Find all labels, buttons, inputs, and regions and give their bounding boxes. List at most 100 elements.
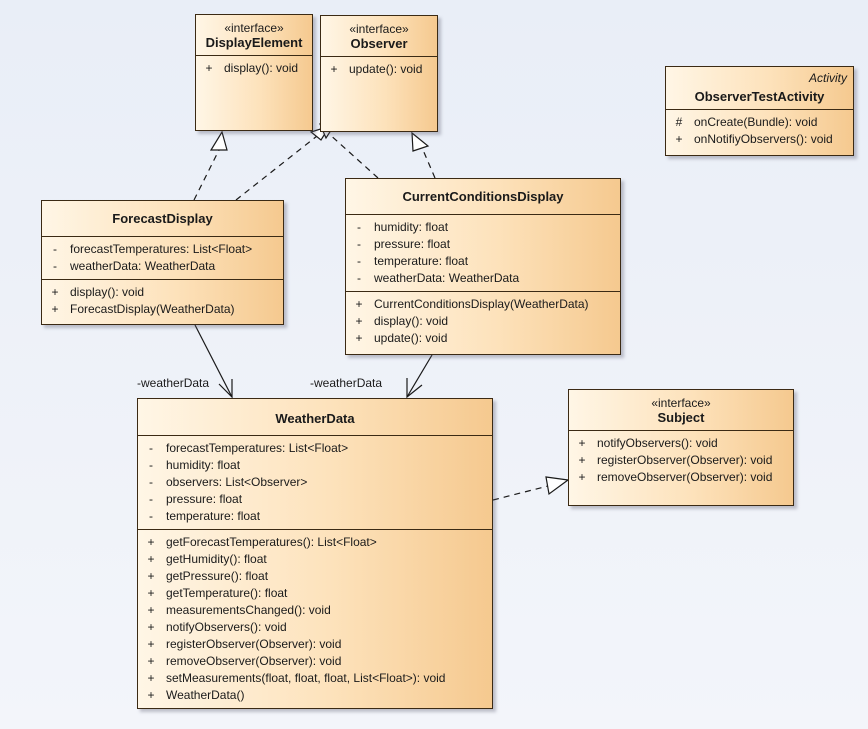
- class-observertestactivity[interactable]: Activity ObserverTestActivity # onCreate…: [665, 66, 854, 156]
- operation-text: update(): void: [349, 62, 423, 76]
- attribute-text: forecastTemperatures: List<Float>: [70, 242, 253, 256]
- operation-row: + getForecastTemperatures(): List<Float>: [138, 534, 492, 551]
- operation-text: notifyObservers(): void: [597, 436, 718, 450]
- attributes-section: - forecastTemperatures: List<Float> - we…: [42, 236, 283, 279]
- operation-text: CurrentConditionsDisplay(WeatherData): [374, 297, 589, 311]
- attribute-row: - temperature: float: [138, 508, 492, 525]
- visibility-marker: -: [149, 475, 153, 489]
- visibility-marker: #: [675, 115, 683, 129]
- operation-row: + notifyObservers(): void: [138, 619, 492, 636]
- operation-row: + removeObserver(Observer): void: [138, 653, 492, 670]
- association-current-weatherdata: [406, 354, 433, 398]
- visibility-marker: -: [357, 271, 361, 285]
- class-name: CurrentConditionsDisplay: [402, 189, 564, 204]
- attributes-section: - humidity: float - pressure: float - te…: [346, 214, 620, 291]
- operation-row: + display(): void: [346, 313, 620, 330]
- visibility-marker: +: [355, 297, 363, 311]
- operation-row: + getHumidity(): float: [138, 551, 492, 568]
- operation-row: + registerObserver(Observer): void: [138, 636, 492, 653]
- attribute-row: - forecastTemperatures: List<Float>: [42, 241, 283, 258]
- operation-text: display(): void: [374, 314, 449, 328]
- operation-row: + registerObserver(Observer): void: [569, 452, 793, 469]
- realization-forecast-observer: [235, 135, 318, 201]
- visibility-marker: +: [147, 620, 155, 634]
- attribute-row: - temperature: float: [346, 253, 620, 270]
- class-name: ForecastDisplay: [112, 211, 213, 226]
- visibility-marker: +: [330, 62, 338, 76]
- realization-current-displayelement: [422, 149, 436, 179]
- visibility-marker: +: [675, 132, 683, 146]
- operations-section: # onCreate(Bundle): void + onNotifiyObse…: [666, 109, 853, 152]
- operation-row: + ForecastDisplay(WeatherData): [42, 301, 283, 318]
- attribute-text: observers: List<Observer>: [166, 475, 308, 489]
- class-displayelement[interactable]: «interface» DisplayElement + display(): …: [195, 14, 313, 131]
- attribute-row: - humidity: float: [138, 457, 492, 474]
- operation-row: + setMeasurements(float, float, float, L…: [138, 670, 492, 687]
- attribute-text: pressure: float: [374, 237, 451, 251]
- visibility-marker: +: [147, 535, 155, 549]
- operation-row: + onNotifiyObservers(): void: [666, 131, 853, 148]
- attribute-row: - weatherData: WeatherData: [346, 270, 620, 287]
- attribute-text: forecastTemperatures: List<Float>: [166, 441, 349, 455]
- operation-text: display(): void: [70, 285, 145, 299]
- attribute-row: - forecastTemperatures: List<Float>: [138, 440, 492, 457]
- operation-row: + WeatherData(): [138, 687, 492, 704]
- attribute-row: - weatherData: WeatherData: [42, 258, 283, 275]
- operation-text: WeatherData(): [166, 688, 245, 702]
- operation-text: registerObserver(Observer): void: [166, 637, 342, 651]
- class-observer[interactable]: «interface» Observer + update(): void: [320, 15, 438, 132]
- operation-text: removeObserver(Observer): void: [597, 470, 773, 484]
- operation-row: + notifyObservers(): void: [569, 435, 793, 452]
- attribute-text: temperature: float: [166, 509, 261, 523]
- visibility-marker: +: [51, 285, 59, 299]
- operations-section: + display(): void: [196, 55, 312, 81]
- class-name: DisplayElement: [205, 35, 303, 50]
- operation-row: + display(): void: [42, 284, 283, 301]
- visibility-marker: +: [147, 569, 155, 583]
- class-name: Observer: [350, 36, 408, 51]
- realization-arrowhead: [411, 131, 430, 152]
- visibility-marker: -: [149, 492, 153, 506]
- visibility-marker: -: [149, 458, 153, 472]
- class-forecastdisplay[interactable]: ForecastDisplay - forecastTemperatures: …: [41, 200, 284, 325]
- visibility-marker: +: [578, 436, 586, 450]
- operation-row: + measurementsChanged(): void: [138, 602, 492, 619]
- visibility-marker: +: [147, 586, 155, 600]
- operation-text: onCreate(Bundle): void: [694, 115, 818, 129]
- operation-row: + getPressure(): float: [138, 568, 492, 585]
- attribute-text: temperature: float: [374, 254, 469, 268]
- attributes-section: - forecastTemperatures: List<Float> - hu…: [138, 435, 492, 529]
- visibility-marker: -: [357, 254, 361, 268]
- visibility-marker: +: [578, 470, 586, 484]
- operation-text: onNotifiyObservers(): void: [694, 132, 833, 146]
- operation-text: setMeasurements(float, float, float, Lis…: [166, 671, 446, 685]
- attribute-text: weatherData: WeatherData: [374, 271, 520, 285]
- class-name: ObserverTestActivity: [694, 89, 825, 104]
- realization-arrowhead: [209, 130, 228, 151]
- stereotype-label: «interface»: [651, 396, 711, 410]
- attribute-row: - pressure: float: [138, 491, 492, 508]
- class-tag: Activity: [808, 71, 847, 85]
- visibility-marker: +: [147, 671, 155, 685]
- operation-text: registerObserver(Observer): void: [597, 453, 773, 467]
- class-weatherdata[interactable]: WeatherData - forecastTemperatures: List…: [137, 398, 493, 709]
- operation-text: getTemperature(): float: [166, 586, 288, 600]
- operation-text: getForecastTemperatures(): List<Float>: [166, 535, 377, 549]
- operation-row: + display(): void: [196, 60, 312, 77]
- visibility-marker: -: [53, 259, 57, 273]
- operation-text: update(): void: [374, 331, 448, 345]
- attribute-row: - observers: List<Observer>: [138, 474, 492, 491]
- visibility-marker: -: [149, 441, 153, 455]
- class-currentconditionsdisplay[interactable]: CurrentConditionsDisplay - humidity: flo…: [345, 178, 621, 355]
- class-name: Subject: [657, 410, 705, 425]
- visibility-marker: +: [147, 688, 155, 702]
- operations-section: + getForecastTemperatures(): List<Float>…: [138, 529, 492, 708]
- association-label-current: -weatherData: [310, 376, 383, 390]
- class-subject[interactable]: «interface» Subject + notifyObservers():…: [568, 389, 794, 506]
- operations-section: + display(): void + ForecastDisplay(Weat…: [42, 279, 283, 322]
- visibility-marker: +: [147, 637, 155, 651]
- visibility-marker: +: [205, 61, 213, 75]
- realization-current-observer: [326, 131, 379, 179]
- operation-text: measurementsChanged(): void: [166, 603, 331, 617]
- attribute-text: weatherData: WeatherData: [70, 259, 216, 273]
